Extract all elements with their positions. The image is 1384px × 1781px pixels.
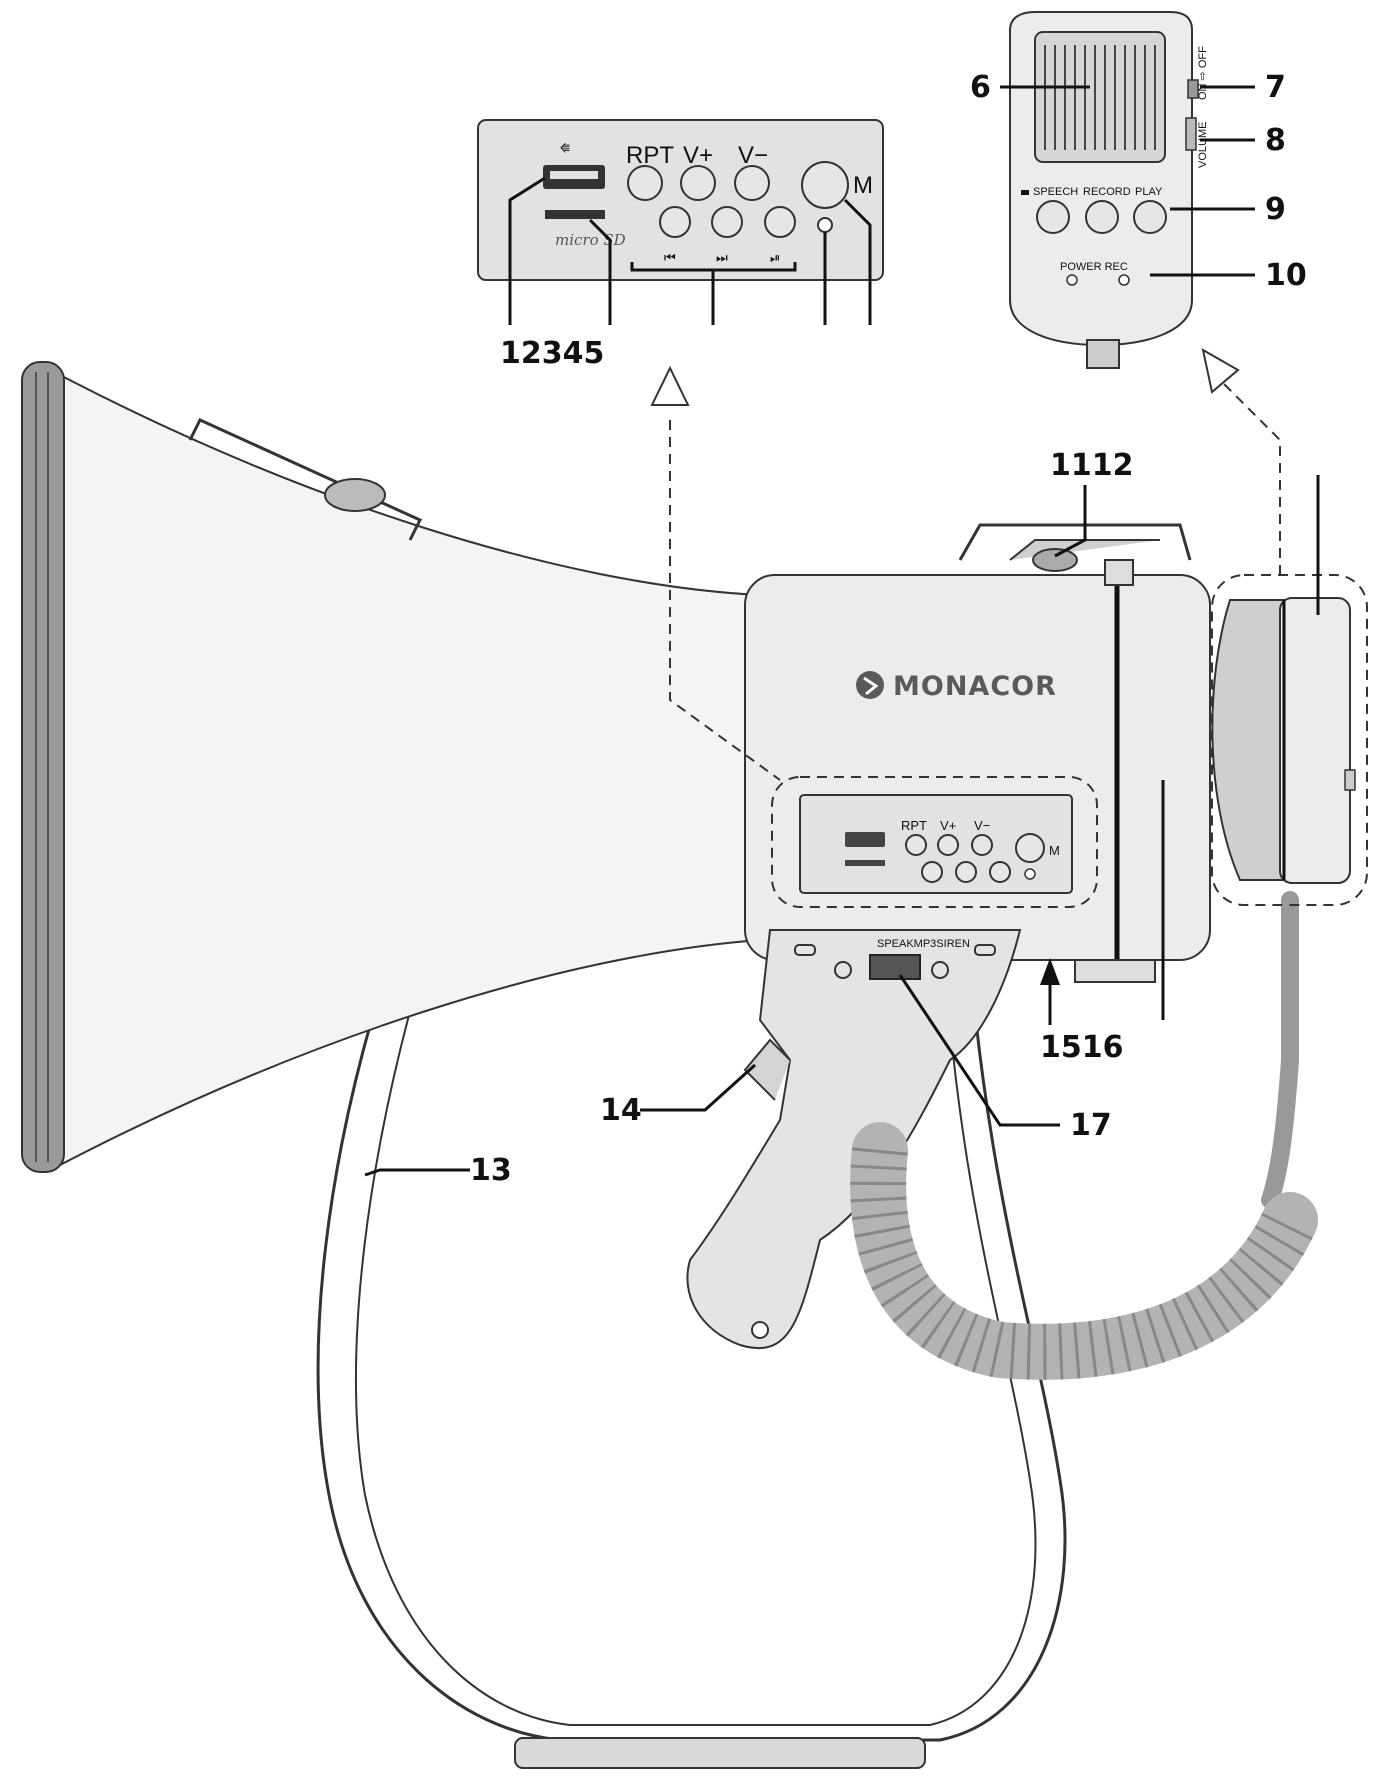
callout-1-5: 12345 [500, 336, 604, 371]
main-housing: MONACOR RPT V+ V− M [744, 523, 1211, 983]
vminus-button[interactable] [734, 165, 770, 201]
microphone-detail: ON ⇨ OFF VOLUME SPEECH RECORD PLAY POWER… [1009, 11, 1209, 369]
callout-15-16: 1516 [1040, 1030, 1124, 1065]
play-label: PLAY [1135, 186, 1163, 198]
callout-10: 10 [1265, 258, 1307, 293]
speech-label: SPEECH [1033, 186, 1078, 198]
mic-on-off-switch[interactable] [1187, 79, 1199, 99]
callout-numbers: 12345 6 7 8 9 10 1112 13 14 1516 17 [470, 70, 1307, 1188]
small-prev-button[interactable] [921, 861, 943, 883]
small-vplus-button[interactable] [937, 834, 959, 856]
callout-8: 8 [1265, 123, 1286, 158]
vminus-label: V− [738, 142, 768, 169]
mic-volume-control[interactable] [1185, 117, 1197, 151]
control-panel [477, 119, 884, 281]
callout-11-12: 1112 [1050, 448, 1134, 483]
small-sd-slot[interactable] [845, 860, 885, 866]
next-button[interactable] [711, 206, 743, 238]
small-mode-led [1024, 868, 1036, 880]
small-rpt-button[interactable] [905, 834, 927, 856]
small-vplus-label: V+ [940, 818, 956, 833]
callout-7: 7 [1265, 70, 1286, 105]
strap-bottom-pad [514, 1737, 926, 1769]
battery-latch[interactable] [1074, 959, 1156, 983]
brand-name: MONACOR [893, 671, 1057, 702]
micro-sd-label: micro SD [555, 231, 626, 249]
horn-rim [21, 361, 65, 1173]
vplus-label: V+ [683, 142, 713, 169]
mic-switch-label: ON ⇨ OFF [1197, 46, 1209, 100]
prev-icon: ⏮ [664, 250, 676, 265]
pistol-grip: SPEAKMP3SIREN [686, 929, 1022, 1350]
strap-eyelet [1032, 548, 1078, 572]
control-panel-detail: ⭅ micro SD RPT V+ V− M ⏮ ⏭ ⏯ [477, 119, 884, 325]
small-mode-button[interactable] [1015, 833, 1045, 863]
playpause-icon: ⏯ [770, 250, 780, 265]
speech-button[interactable] [1036, 200, 1070, 234]
coiled-cable [850, 891, 1318, 1380]
mode-selector-label: SPEAKMP3SIREN [877, 938, 970, 950]
detail-link-arrows [650, 348, 1281, 781]
playpause-button[interactable] [764, 206, 796, 238]
small-vminus-button[interactable] [971, 834, 993, 856]
carrying-strap [316, 959, 1067, 1769]
record-button[interactable] [1085, 200, 1119, 234]
small-vminus-label: V− [974, 818, 990, 833]
mode-led [817, 217, 833, 233]
mic-cable-stub [1086, 339, 1120, 369]
leader-lines [364, 85, 1320, 1177]
callout-17: 17 [1070, 1108, 1112, 1143]
mode-selector-switch[interactable] [869, 954, 921, 980]
prev-button[interactable] [659, 206, 691, 238]
small-playpause-button[interactable] [989, 861, 1011, 883]
callout-9: 9 [1265, 192, 1286, 227]
power-led [1066, 274, 1078, 286]
rpt-label: RPT [626, 142, 674, 169]
sd-card-slot[interactable] [545, 210, 605, 219]
rpt-button[interactable] [627, 165, 663, 201]
mode-label: M [853, 172, 873, 199]
mic-led-label: POWER REC [1060, 261, 1128, 273]
callout-13: 13 [470, 1153, 512, 1188]
mic-grille [1034, 31, 1166, 163]
microphone-side-view [1211, 574, 1368, 906]
usb-symbol-icon: ⭅ [560, 142, 570, 155]
vplus-button[interactable] [680, 165, 716, 201]
small-usb-port[interactable] [845, 832, 885, 847]
small-rpt-label: RPT [901, 818, 927, 833]
small-mode-label: M [1049, 843, 1060, 858]
trigger[interactable] [743, 1038, 791, 1101]
arrow-up-icon [1040, 958, 1060, 985]
callout-14: 14 [600, 1093, 642, 1128]
record-label: RECORD [1083, 186, 1131, 198]
callout-6: 6 [970, 70, 991, 105]
mic-volume-label: VOLUME [1197, 122, 1209, 168]
small-next-button[interactable] [955, 861, 977, 883]
mode-button[interactable] [801, 161, 849, 209]
horn [21, 361, 761, 1173]
next-icon: ⏭ [716, 250, 728, 265]
panel-highlight [771, 776, 1098, 908]
rec-led [1118, 274, 1130, 286]
brand-logo-icon [856, 671, 884, 699]
play-button[interactable] [1133, 200, 1167, 234]
